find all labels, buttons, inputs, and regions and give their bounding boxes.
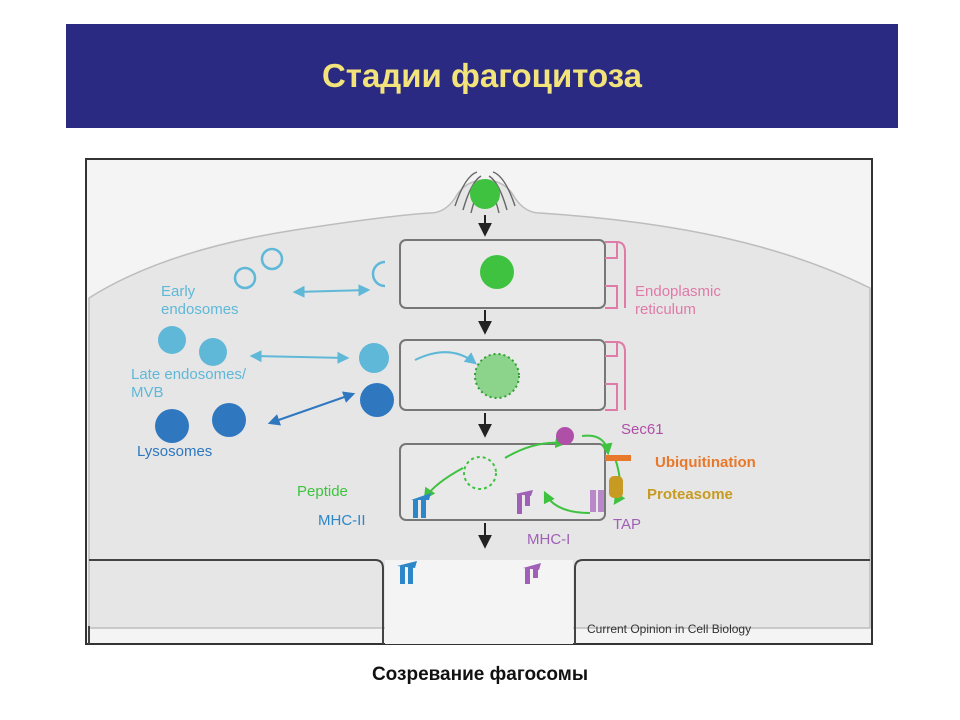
label-peptide: Peptide bbox=[297, 483, 348, 500]
label-mhc-ii: MHC-II bbox=[318, 512, 366, 529]
degrading-particle bbox=[475, 354, 519, 398]
retrotranslocation-arrow bbox=[581, 434, 613, 456]
label-mvb: MVB bbox=[131, 384, 164, 401]
label-mhc-i: MHC-I bbox=[527, 531, 570, 548]
label-tap: TAP bbox=[613, 516, 641, 533]
lysosome-exchange-arrow bbox=[267, 391, 356, 426]
label-sec61: Sec61 bbox=[621, 421, 664, 438]
plasma-membrane-surface bbox=[88, 559, 870, 644]
late-endosome-fusing bbox=[359, 343, 389, 373]
degrading-particle-outline bbox=[474, 353, 520, 399]
mhc-i-molecule bbox=[515, 490, 533, 514]
er-contact-2 bbox=[605, 341, 626, 411]
late-endosome bbox=[158, 326, 186, 354]
early-endosome-fusing bbox=[371, 260, 386, 288]
particle-entering bbox=[470, 179, 500, 209]
proteasome-shape bbox=[609, 476, 623, 498]
surface-mhc-ii bbox=[397, 561, 417, 584]
surface-mhc-i bbox=[523, 563, 541, 584]
peptide-to-mhc-i bbox=[543, 490, 591, 514]
sec61-channel bbox=[556, 427, 574, 445]
lysosome bbox=[155, 409, 189, 443]
tap-transporter bbox=[590, 490, 604, 512]
label-proteasome: Proteasome bbox=[647, 486, 733, 503]
early-endosome bbox=[233, 266, 257, 290]
surface-gap bbox=[385, 560, 573, 644]
title-banner: Стадии фагоцитоза bbox=[66, 24, 898, 128]
phagosome-maturation-diagram: Early endosomes Endoplasmic reticulum La… bbox=[85, 158, 873, 645]
label-endoplasmic: Endoplasmic bbox=[635, 283, 721, 300]
label-early: Early bbox=[161, 283, 196, 300]
early-endosome bbox=[260, 247, 284, 271]
lysosome bbox=[212, 403, 246, 437]
slide-title: Стадии фагоцитоза bbox=[321, 57, 643, 94]
ubiquitination-mark bbox=[605, 455, 631, 461]
particle-early bbox=[480, 255, 514, 289]
label-lysosomes: Lysosomes bbox=[137, 443, 212, 460]
label-ubiquitination: Ubiquitination bbox=[655, 454, 756, 471]
lysosome-fusing bbox=[360, 383, 394, 417]
label-endosomes: endosomes bbox=[161, 301, 239, 318]
mhc-ii-molecule bbox=[411, 493, 431, 518]
source-credit: Current Opinion in Cell Biology bbox=[587, 622, 751, 636]
fusion-arrow bbox=[414, 351, 477, 365]
late-endosome bbox=[199, 338, 227, 366]
figure-caption: Созревание фагосомы bbox=[371, 664, 589, 685]
phagocytosis-figure: Early endosomes Endoplasmic reticulum La… bbox=[85, 158, 873, 645]
late-exchange-arrow bbox=[249, 350, 350, 364]
phagolysosome bbox=[399, 443, 606, 521]
early-exchange-arrow bbox=[292, 284, 371, 298]
er-contact-1 bbox=[605, 241, 626, 309]
peptide-fragments bbox=[463, 456, 497, 490]
label-late-endosomes: Late endosomes/ bbox=[131, 366, 247, 383]
label-reticulum: reticulum bbox=[635, 301, 696, 318]
